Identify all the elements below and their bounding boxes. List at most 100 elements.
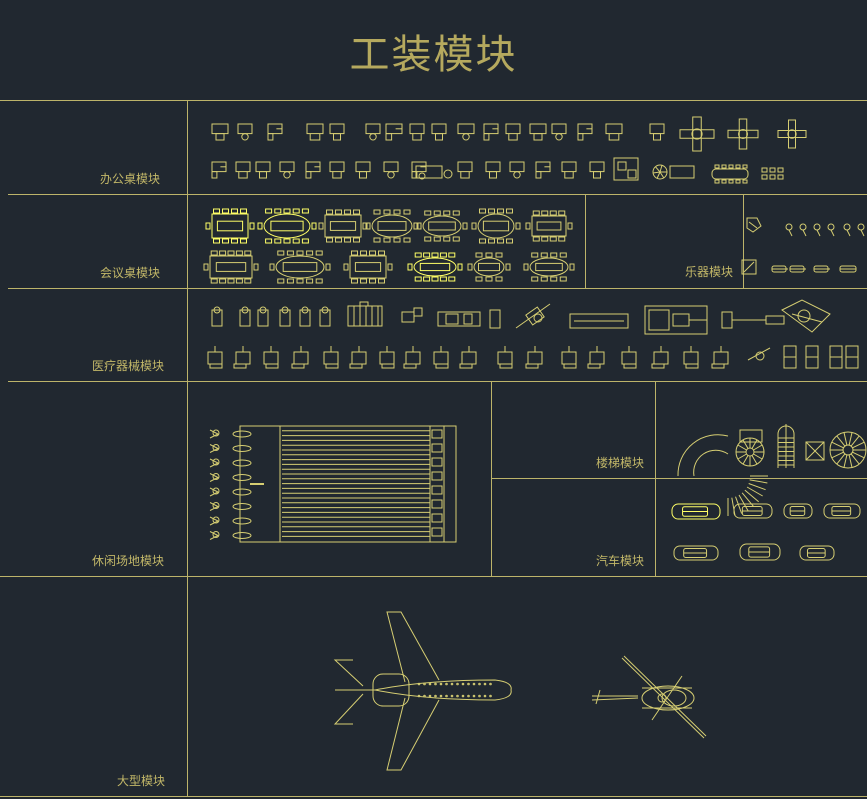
desk-symbol bbox=[267, 123, 283, 141]
chair bbox=[318, 222, 324, 230]
neck bbox=[846, 229, 851, 237]
chair bbox=[495, 276, 503, 282]
table-top bbox=[324, 214, 362, 238]
window bbox=[417, 682, 421, 686]
tread bbox=[735, 496, 743, 514]
desk-symbol bbox=[237, 123, 253, 141]
base bbox=[233, 363, 247, 369]
car-body bbox=[671, 503, 721, 520]
chair bbox=[549, 210, 557, 216]
base bbox=[291, 363, 305, 369]
desk bbox=[415, 165, 443, 179]
medical-equipment bbox=[683, 346, 699, 369]
chair bbox=[535, 171, 542, 179]
label-conference-table: 会议桌模块 bbox=[100, 266, 161, 280]
device bbox=[257, 309, 269, 327]
desk-cluster bbox=[613, 157, 639, 181]
desk-symbol bbox=[279, 161, 295, 179]
table-top bbox=[422, 215, 462, 237]
chair bbox=[286, 278, 294, 284]
core bbox=[745, 447, 755, 457]
chair bbox=[210, 278, 218, 284]
tread bbox=[843, 454, 848, 468]
seat bbox=[212, 516, 220, 524]
chair bbox=[403, 237, 411, 243]
desk-symbol bbox=[385, 123, 403, 141]
body bbox=[351, 351, 367, 365]
chair bbox=[414, 276, 422, 282]
base bbox=[651, 363, 665, 369]
chair bbox=[359, 171, 367, 179]
medical-symbol bbox=[299, 306, 311, 327]
chair bbox=[373, 209, 381, 215]
chair bbox=[735, 179, 741, 184]
chair bbox=[443, 236, 451, 242]
neck bbox=[802, 229, 807, 237]
medical-equipment bbox=[459, 346, 477, 369]
chair bbox=[479, 238, 486, 244]
desk-symbol bbox=[305, 161, 321, 179]
car-sedan bbox=[671, 503, 721, 520]
chair bbox=[227, 278, 235, 284]
chair bbox=[210, 250, 218, 256]
conference-table bbox=[257, 208, 317, 244]
chair bbox=[219, 250, 227, 256]
tread bbox=[742, 439, 749, 449]
medical-cabinet bbox=[783, 345, 797, 369]
chair bbox=[559, 252, 567, 258]
body bbox=[263, 351, 279, 365]
tread bbox=[744, 489, 759, 503]
chair bbox=[249, 222, 255, 230]
chair bbox=[306, 278, 314, 284]
hub bbox=[738, 129, 748, 139]
chair bbox=[497, 208, 504, 214]
window bbox=[467, 682, 470, 686]
chair bbox=[550, 252, 558, 258]
table-top bbox=[473, 257, 505, 277]
tread bbox=[843, 432, 848, 446]
chair bbox=[531, 276, 539, 282]
chair bbox=[335, 237, 342, 243]
table-inner bbox=[282, 262, 318, 272]
piano-symbol bbox=[746, 217, 762, 233]
chair bbox=[457, 263, 463, 271]
desk-top bbox=[365, 123, 381, 135]
window bbox=[478, 694, 481, 698]
body bbox=[497, 351, 513, 365]
pinsetter bbox=[431, 471, 443, 481]
tread bbox=[749, 479, 768, 484]
base bbox=[435, 363, 449, 369]
head bbox=[281, 306, 289, 314]
car-body bbox=[739, 543, 781, 561]
medical-equipment bbox=[621, 346, 637, 369]
chair bbox=[742, 164, 748, 169]
chair bbox=[549, 236, 557, 242]
conference-table bbox=[318, 209, 368, 243]
chair bbox=[351, 278, 358, 284]
body bbox=[461, 351, 477, 365]
desk-symbol bbox=[431, 123, 447, 141]
body bbox=[813, 223, 821, 231]
body bbox=[235, 351, 251, 365]
base bbox=[623, 363, 637, 369]
chair bbox=[277, 250, 285, 256]
head bbox=[765, 315, 785, 325]
chair bbox=[369, 278, 376, 284]
medical-bed bbox=[347, 301, 383, 327]
pinsetter bbox=[431, 513, 443, 523]
tread bbox=[738, 494, 749, 511]
desk-symbol bbox=[483, 123, 499, 141]
chair bbox=[508, 133, 518, 141]
chair bbox=[301, 238, 309, 244]
instrument-symbol bbox=[857, 223, 865, 237]
tread bbox=[753, 444, 763, 451]
medical-equipment bbox=[233, 346, 251, 369]
workstation-cluster bbox=[679, 116, 715, 152]
chair bbox=[443, 210, 451, 216]
tread bbox=[748, 483, 766, 491]
hub bbox=[691, 128, 703, 140]
key bbox=[748, 221, 758, 229]
tread bbox=[737, 444, 747, 451]
chair bbox=[541, 210, 549, 216]
desk-arm bbox=[777, 130, 807, 138]
